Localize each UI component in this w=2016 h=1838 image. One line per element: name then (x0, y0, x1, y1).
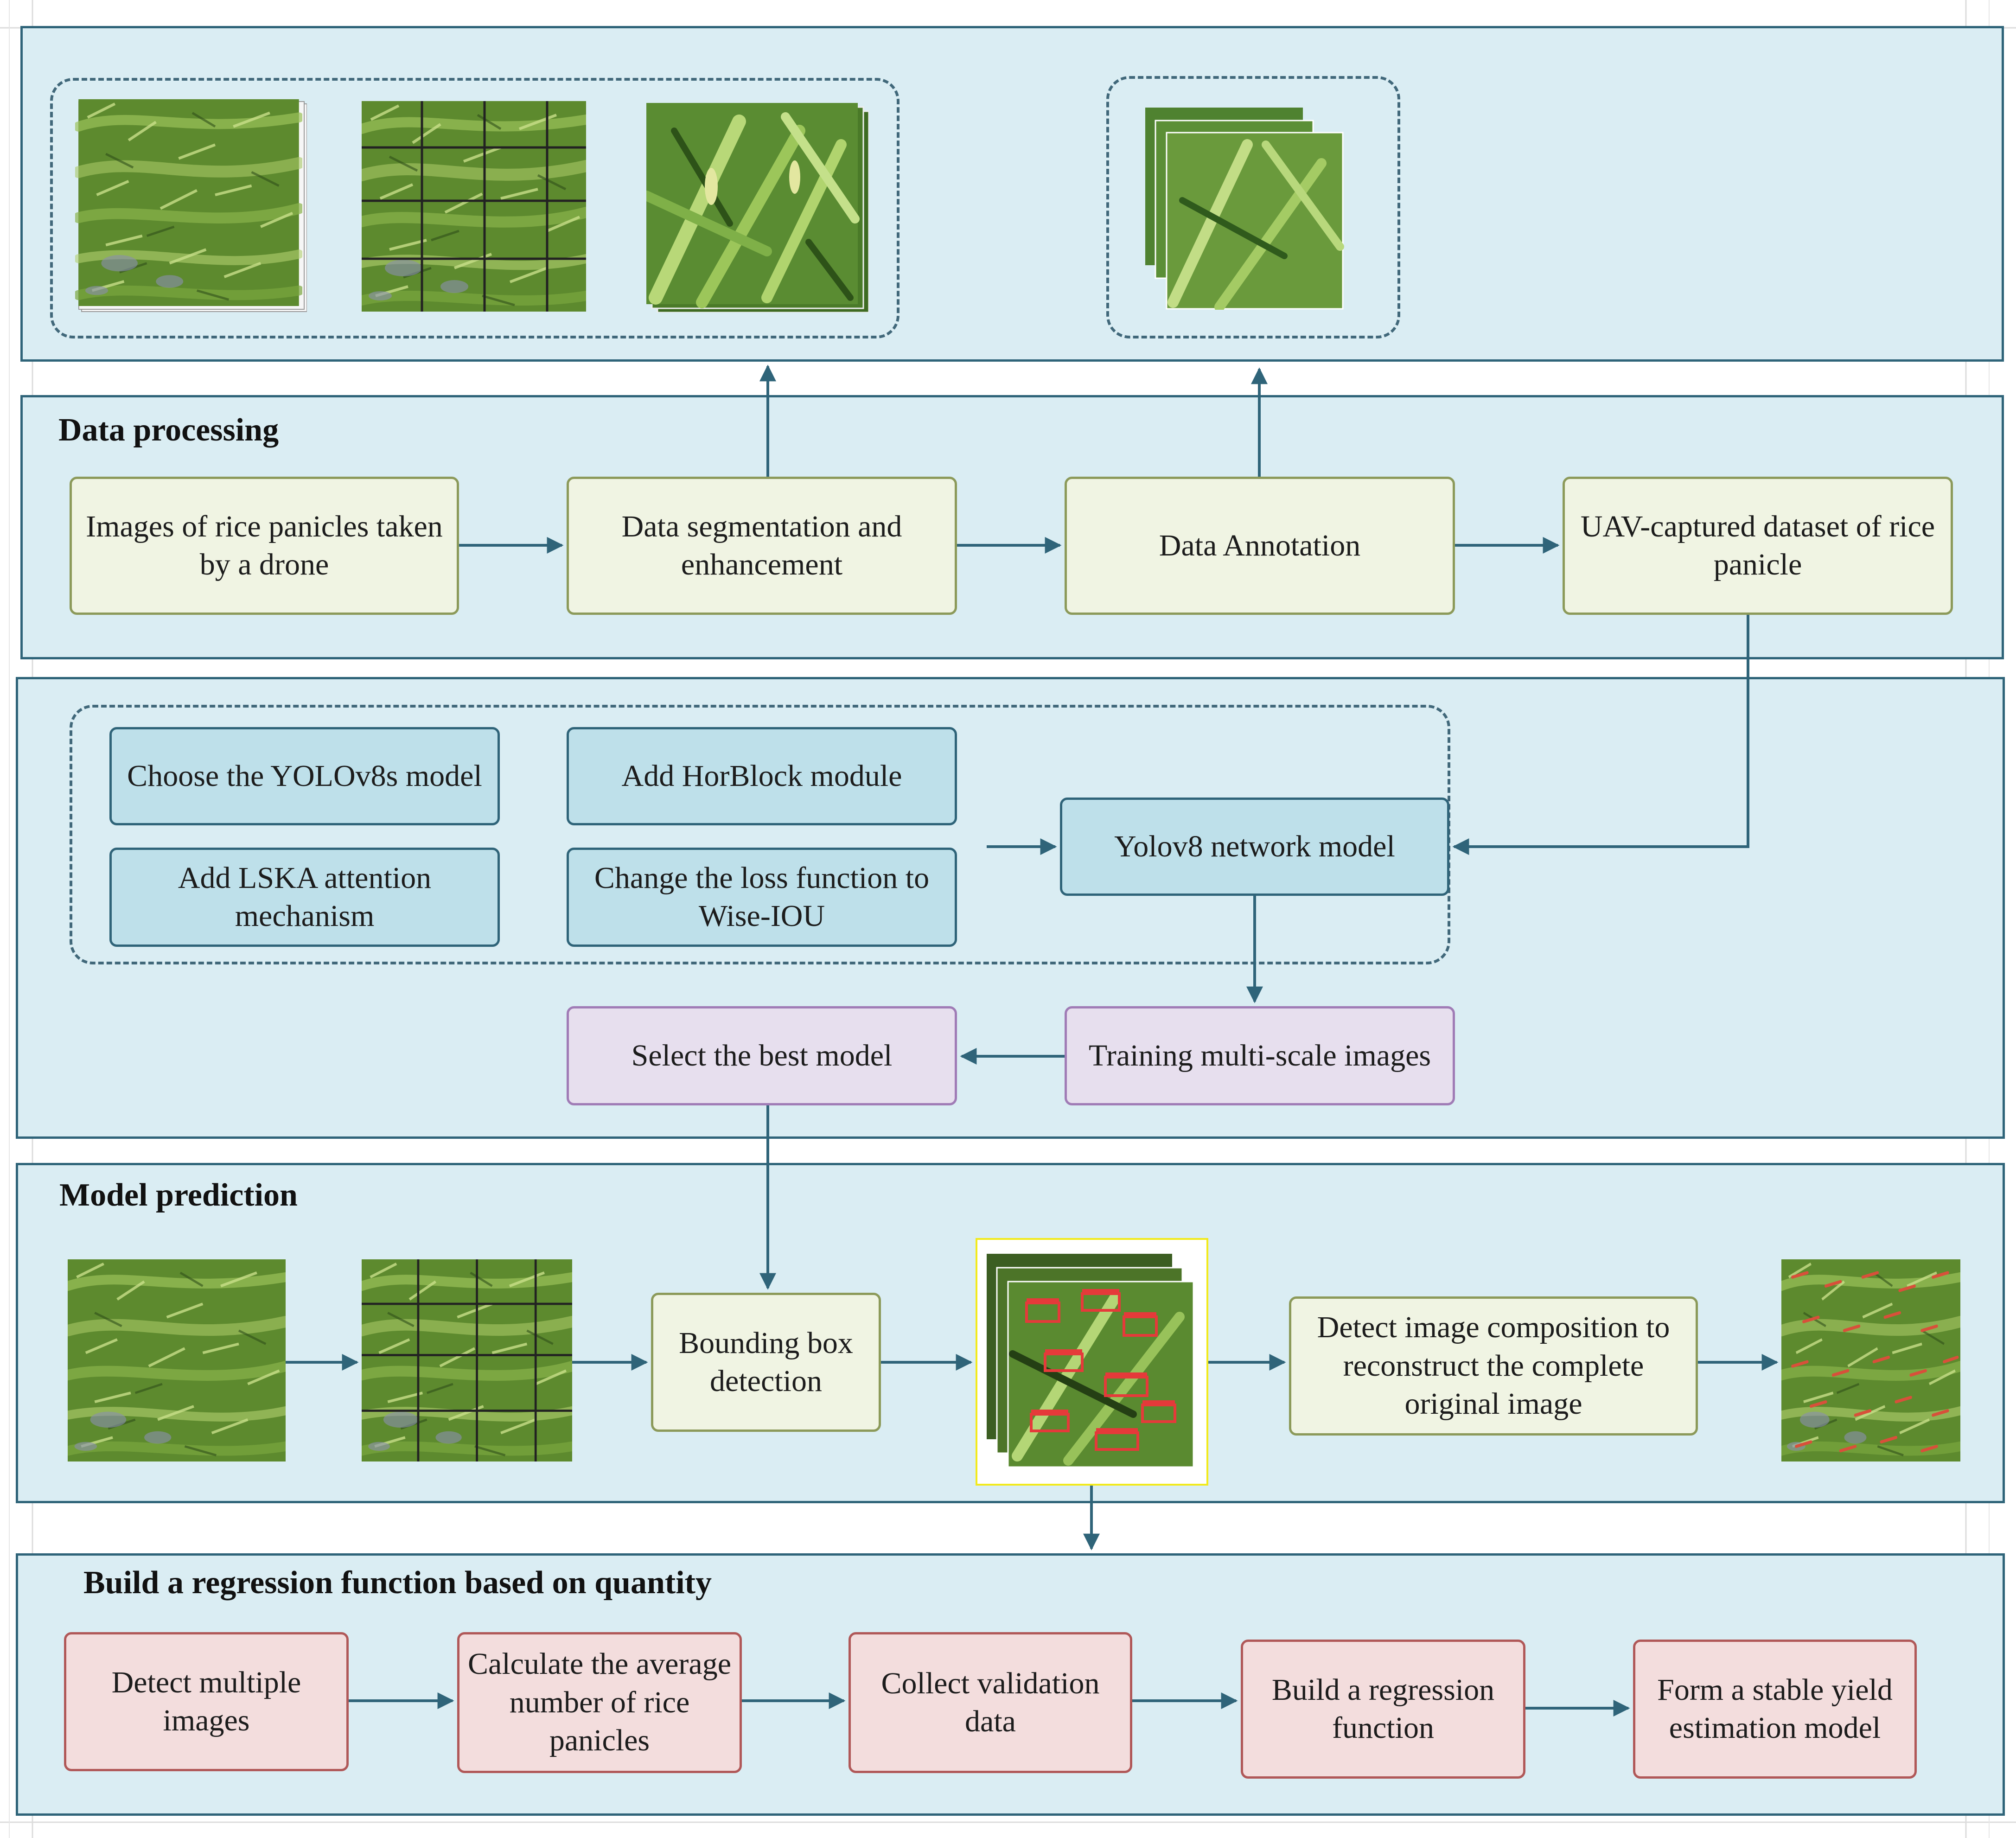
step-data-annotation: Data Annotation (1065, 477, 1455, 615)
step-wise-iou-loss: Change the loss function to Wise-IOU (567, 848, 957, 947)
step-drone-images: Images of rice panicles taken by a drone (70, 477, 459, 615)
step-uav-dataset: UAV-captured dataset of rice panicle (1563, 477, 1953, 615)
step-average-panicles: Calculate the average number of rice pan… (457, 1632, 742, 1773)
step-reconstruct-image: Detect image composition to reconstruct … (1289, 1296, 1698, 1436)
preprocessing-images-group (50, 78, 900, 338)
step-add-lska: Add LSKA attention mechanism (109, 848, 500, 947)
step-training-multiscale: Training multi-scale images (1065, 1006, 1455, 1105)
step-bounding-box-detection: Bounding box detection (651, 1293, 881, 1432)
step-segmentation-enhancement: Data segmentation and enhancement (567, 477, 957, 615)
step-yield-model: Form a stable yield estimation model (1633, 1640, 1917, 1779)
annotation-images-group (1106, 76, 1400, 338)
step-yolov8-network: Yolov8 network model (1060, 798, 1449, 896)
step-detect-multiple-images: Detect multiple images (64, 1632, 349, 1771)
step-build-regression: Build a regression function (1241, 1640, 1525, 1779)
step-choose-yolov8s: Choose the YOLOv8s model (109, 727, 500, 825)
regression-title: Build a regression function based on qua… (83, 1565, 712, 1601)
step-select-best-model: Select the best model (567, 1006, 957, 1105)
step-collect-validation: Collect validation data (849, 1632, 1132, 1773)
step-add-horblock: Add HorBlock module (567, 727, 957, 825)
data-processing-title: Data processing (58, 412, 279, 448)
model-prediction-title: Model prediction (59, 1177, 298, 1213)
dataset-images-panel (20, 26, 2004, 362)
